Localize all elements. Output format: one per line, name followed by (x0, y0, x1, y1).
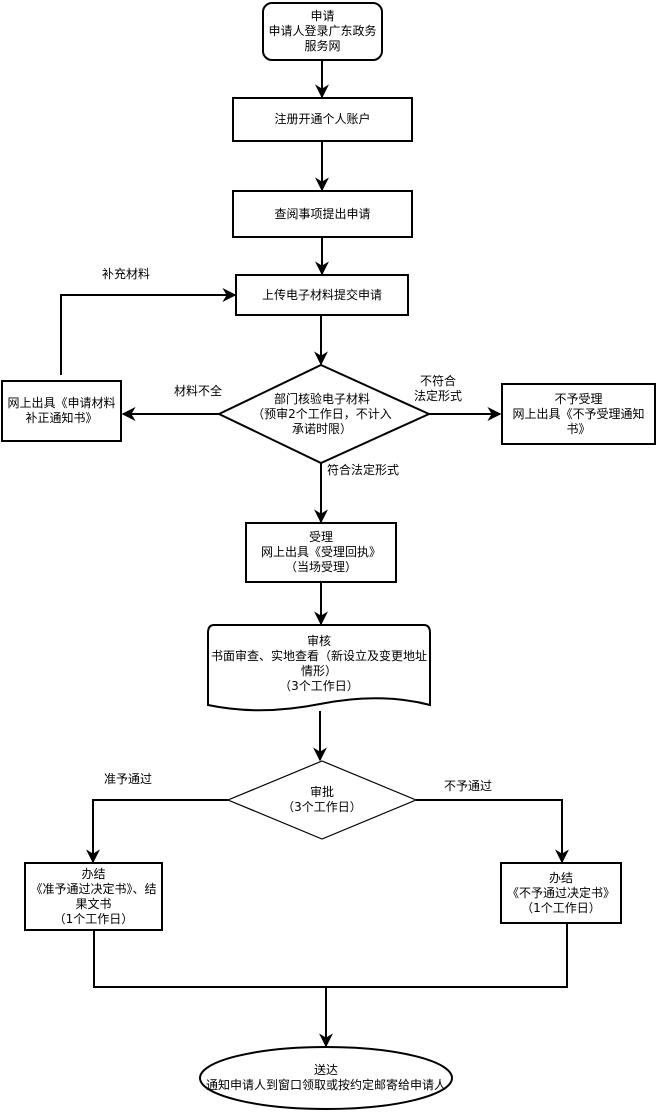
node-review-title: 审核 (306, 634, 331, 648)
node-register-shape (232, 97, 413, 142)
node-approve: 审批 （3个工作日） (262, 784, 382, 816)
node-review-shape (207, 624, 431, 712)
edge-approve-fail (416, 799, 569, 864)
node-apply: 申请 申请人登录广东政务 服务网 (263, 3, 382, 60)
node-reject-accept-title: 不予受理 (554, 391, 603, 406)
node-register: 注册开通个人账户 (233, 98, 412, 141)
node-verify-line: 承诺时限） (291, 421, 352, 436)
node-accept-title: 受理 (308, 530, 333, 544)
edge-label-incomplete: 材料不全 (174, 384, 223, 398)
node-approve-line: （3个工作日） (282, 800, 362, 814)
edge-label-not-conforming-line: 法定形式 (414, 389, 463, 403)
node-supplement-shape (1, 380, 122, 442)
node-supplement-line: 网上出具《申请材料 (7, 396, 116, 410)
edge-label-conforming: 符合法定形式 (327, 463, 400, 477)
node-review-line: 情形） (300, 664, 337, 678)
node-register-label: 注册开通个人账户 (274, 112, 371, 126)
node-accept-line: 网上出具《受理回执》 (260, 545, 381, 559)
node-supplement-line: 补正通知书》 (25, 411, 98, 425)
node-done-pass-line: （1个工作日） (53, 911, 134, 926)
node-reject-accept: 不予受理 网上出具《不予受理通知 书》 (502, 384, 655, 444)
node-approve-title: 审批 (309, 785, 334, 799)
node-upload-label: 上传电子材料提交申请 (261, 287, 382, 302)
edge-label-approved: 准予通过 (104, 772, 153, 786)
edge-label-supplement-materials: 补充材料 (102, 267, 151, 281)
node-browse: 查阅事项提出申请 (233, 191, 412, 237)
node-verify-line: （预审2个工作日，不计入 (252, 406, 392, 421)
edge-pass-merge (93, 930, 326, 988)
node-review: 审核 书面审查、实地查看（新设立及变更地址 情形） （3个工作日） (206, 630, 432, 698)
node-done-fail: 办结 《不予通过决定书》 （1个工作日） (501, 863, 621, 923)
edge-fail-merge (326, 923, 568, 988)
node-apply-title: 申请 (310, 9, 335, 23)
node-apply-line: 服务网 (304, 39, 341, 53)
node-accept-line: （当场受理） (284, 560, 357, 574)
edge-label-not-conforming-line: 不符合 (420, 374, 457, 388)
node-approve-shape (226, 760, 418, 840)
node-review-line: 书面审查、实地查看（新设立及变更地址 (210, 649, 427, 663)
node-done-pass-line: 果文书 (75, 896, 112, 911)
node-done-pass: 办结 《准予通过决定书》、结 果文书 （1个工作日） (25, 863, 162, 930)
node-review-line: （3个工作日） (279, 679, 359, 693)
node-upload-shape (235, 274, 409, 316)
node-done-pass-line: 《准予通过决定书》、结 (30, 881, 157, 896)
node-reject-accept-shape (501, 383, 656, 445)
node-verify: 部门核验电子材料 （预审2个工作日，不计入 承诺时限） (240, 380, 404, 448)
node-done-pass-title: 办结 (81, 866, 106, 881)
node-browse-label: 查阅事项提出申请 (274, 206, 371, 221)
node-verify-title: 部门核验电子材料 (273, 391, 370, 406)
node-accept: 受理 网上出具《受理回执》 （当场受理） (246, 523, 396, 582)
node-supplement: 网上出具《申请材料 补正通知书》 (2, 381, 121, 441)
node-done-pass-shape (24, 862, 163, 931)
node-done-fail-line: 《不予通过决定书》 (506, 885, 615, 900)
node-deliver-title: 送达 (313, 1063, 338, 1077)
node-done-fail-title: 办结 (548, 870, 573, 885)
node-reject-accept-line: 网上出具《不予受理通知 (512, 406, 645, 421)
edge-label-not-approved: 不予通过 (444, 779, 493, 793)
edge-supplement-upload (60, 288, 237, 375)
edge-approve-pass (86, 799, 228, 864)
node-deliver-line: 通知申请人到窗口领取或按约定邮寄给申请人 (205, 1078, 446, 1092)
node-deliver: 送达 通知申请人到窗口领取或按约定邮寄给申请人 (196, 1048, 456, 1108)
node-upload: 上传电子材料提交申请 (236, 275, 408, 315)
node-reject-accept-line: 书》 (566, 421, 591, 436)
edge-label-not-conforming: 不符合 法定形式 (414, 374, 462, 404)
node-done-fail-line: （1个工作日） (521, 900, 601, 915)
node-apply-line: 申请人登录广东政务 (268, 24, 377, 38)
